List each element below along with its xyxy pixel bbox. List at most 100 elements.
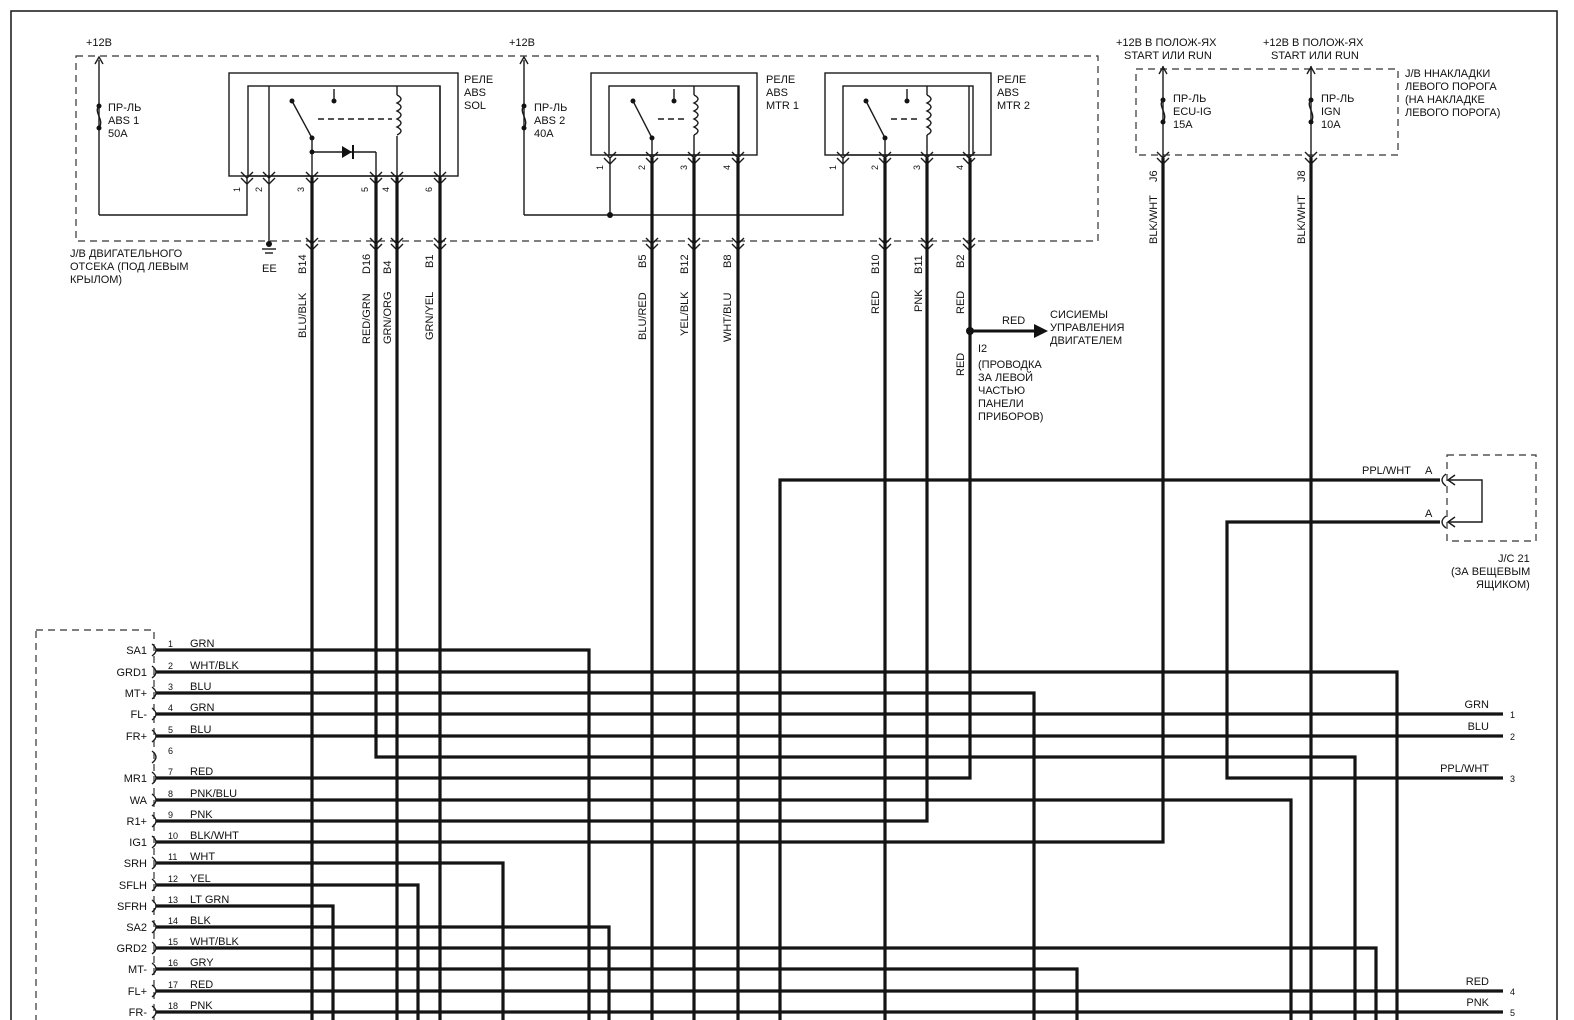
ecu-pin-socket bbox=[151, 643, 157, 657]
relay-internal-wiring bbox=[268, 86, 970, 244]
wire-15 bbox=[156, 670, 1399, 1020]
svg-text:+12В В ПОЛОЖ-ЯХ: +12В В ПОЛОЖ-ЯХ bbox=[1116, 37, 1217, 49]
ecu-pin-wire-color: WHT/BLK bbox=[190, 936, 240, 948]
ecu-pin-name: IG1 bbox=[129, 837, 147, 849]
svg-text:D16: D16 bbox=[361, 254, 373, 274]
svg-text:+12В В ПОЛОЖ-ЯХ: +12В В ПОЛОЖ-ЯХ bbox=[1263, 37, 1364, 49]
wire-10 bbox=[156, 158, 1165, 844]
ecu-pin-socket bbox=[151, 920, 157, 934]
svg-text:IGN: IGN bbox=[1321, 106, 1341, 118]
wire-harness bbox=[156, 158, 1503, 1020]
ecu-pin-name: SA1 bbox=[126, 645, 147, 657]
svg-text:WHT/BLU: WHT/BLU bbox=[722, 292, 734, 342]
ecu-pin-number: 10 bbox=[168, 831, 178, 841]
svg-text:B1: B1 bbox=[424, 255, 436, 268]
ecu-pin-socket bbox=[151, 771, 157, 785]
svg-text:START ИЛИ RUN: START ИЛИ RUN bbox=[1124, 50, 1212, 62]
wire-color-labels: BLU/BLK RED/GRN GRN/ORG GRN/YEL BLU/RED … bbox=[297, 195, 1308, 376]
svg-text:B10: B10 bbox=[870, 254, 882, 274]
connector-chevron bbox=[262, 177, 276, 185]
ecu-pin-row: 6 bbox=[151, 746, 173, 764]
wire-14 bbox=[156, 648, 591, 1020]
wire-13 bbox=[1225, 520, 1503, 780]
ecu-pin-number: 15 bbox=[168, 937, 178, 947]
svg-text:ПР-ЛЬ: ПР-ЛЬ bbox=[1173, 93, 1206, 105]
svg-text:4: 4 bbox=[722, 165, 732, 170]
ecu-pin-name: FR- bbox=[129, 1007, 148, 1019]
page-frame bbox=[10, 10, 1558, 1020]
svg-text:РЕЛЕ: РЕЛЕ bbox=[766, 74, 795, 86]
svg-text:BLU/BLK: BLU/BLK bbox=[297, 292, 309, 338]
connector-chevron bbox=[603, 157, 617, 165]
right-output-color: BLU bbox=[1468, 721, 1489, 733]
ecu-pin-number: 5 bbox=[168, 725, 173, 735]
ecu-pin-number: 18 bbox=[168, 1001, 178, 1011]
svg-text:I2: I2 bbox=[978, 343, 987, 355]
ecu-pin-wire-color: BLK bbox=[190, 915, 211, 927]
ecu-pin-socket bbox=[151, 962, 157, 976]
ecu-pin-name: SRH bbox=[124, 858, 147, 870]
wire-1 bbox=[374, 178, 1357, 1020]
svg-text:START ИЛИ RUN: START ИЛИ RUN bbox=[1271, 50, 1359, 62]
right-output-color: PPL/WHT bbox=[1440, 763, 1489, 775]
svg-text:ПРИБОРОВ): ПРИБОРОВ) bbox=[978, 411, 1043, 423]
svg-text:ЗА ЛЕВОЙ: ЗА ЛЕВОЙ bbox=[978, 371, 1033, 384]
svg-text:ПР-ЛЬ: ПР-ЛЬ bbox=[1321, 93, 1354, 105]
wire-22 bbox=[156, 904, 335, 1020]
svg-text:A: A bbox=[1425, 465, 1433, 477]
svg-text:B4: B4 bbox=[382, 261, 394, 274]
ecu-pin-name: MR1 bbox=[124, 773, 147, 785]
svg-text:YEL/BLK: YEL/BLK bbox=[679, 291, 691, 336]
ecu-pin-wire-color: RED bbox=[190, 766, 213, 778]
ecu-pin-wire-color: BLU bbox=[190, 724, 211, 736]
ecu-pin-number: 9 bbox=[168, 810, 173, 820]
ecu-pin-name: GRD2 bbox=[116, 943, 147, 955]
svg-text:УПРАВЛЕНИЯ: УПРАВЛЕНИЯ bbox=[1050, 322, 1124, 334]
connector-chevron bbox=[836, 157, 850, 165]
svg-text:ПР-ЛЬ: ПР-ЛЬ bbox=[534, 102, 567, 114]
svg-text:РЕЛЕ: РЕЛЕ bbox=[464, 74, 493, 86]
ground-symbol: EE bbox=[262, 241, 277, 275]
engine-jb-outline bbox=[75, 55, 1099, 242]
svg-text:ДВИГАТЕЛЕМ: ДВИГАТЕЛЕМ bbox=[1050, 335, 1122, 347]
wire-23 bbox=[156, 925, 611, 1020]
svg-text:5: 5 bbox=[360, 187, 370, 192]
relay-abs-mtr1: РЕЛЕ ABS MTR 1 bbox=[590, 72, 799, 156]
ecu-pin-socket bbox=[151, 814, 157, 828]
ecu-pin-row: GRD2 15 WHT/BLK bbox=[116, 936, 239, 955]
ecu-pin-number: 6 bbox=[168, 746, 173, 756]
right-output-color: GRN bbox=[1465, 699, 1490, 711]
wire-12 bbox=[778, 478, 1440, 1020]
ecu-pin-wire-color: GRN bbox=[190, 702, 215, 714]
svg-text:SOL: SOL bbox=[464, 100, 486, 112]
ecu-pin-wire-color: GRN bbox=[190, 638, 215, 650]
fuse-ign: ПР-ЛЬ IGN 10A bbox=[1306, 65, 1354, 160]
wire-24 bbox=[156, 946, 1378, 1020]
splice-i2: RED СИСИЕМЫ УПРАВЛЕНИЯ ДВИГАТЕЛЕМ I2 (ПР… bbox=[966, 309, 1124, 423]
right-output-number: 3 bbox=[1510, 774, 1515, 784]
svg-text:50A: 50A bbox=[108, 128, 128, 140]
svg-text:4: 4 bbox=[381, 187, 391, 192]
svg-text:B12: B12 bbox=[679, 254, 691, 274]
ecu-pin-number: 2 bbox=[168, 661, 173, 671]
ecu-pin-socket bbox=[151, 878, 157, 892]
svg-text:RED/GRN: RED/GRN bbox=[361, 293, 373, 344]
ecu-pin-number: 3 bbox=[168, 682, 173, 692]
svg-text:ABS: ABS bbox=[464, 87, 486, 99]
svg-text:15A: 15A bbox=[1173, 119, 1193, 131]
sill-jb-outline bbox=[1135, 68, 1399, 156]
ecu-pin-wire-color: PNK bbox=[190, 809, 213, 821]
ecu-pin-number: 17 bbox=[168, 980, 178, 990]
fuse-abs2: ПР-ЛЬ ABS 2 40A bbox=[519, 55, 567, 215]
